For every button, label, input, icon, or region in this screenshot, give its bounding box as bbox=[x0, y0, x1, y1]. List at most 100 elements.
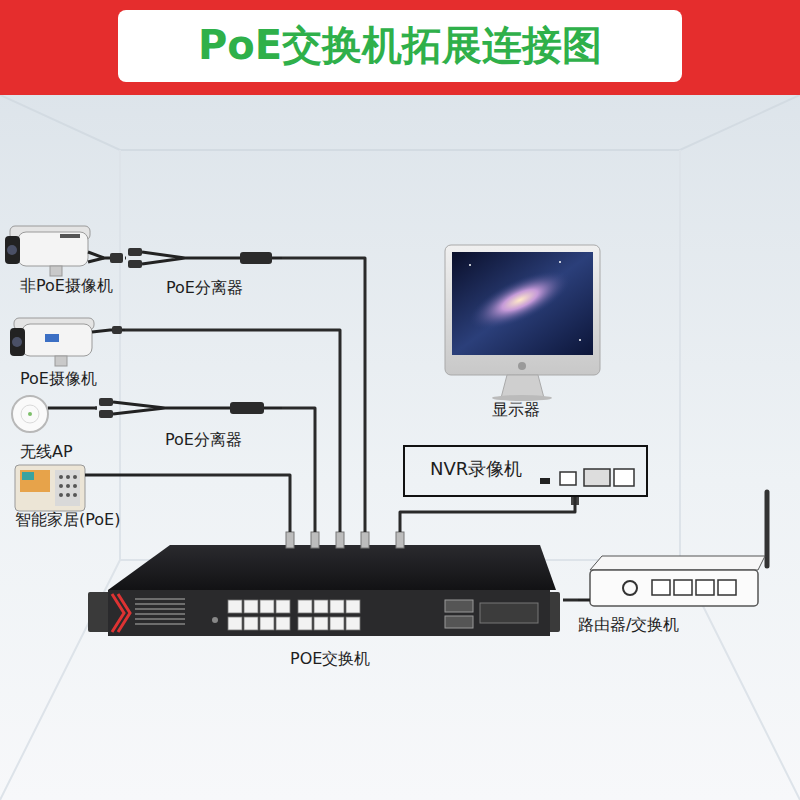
poe-splitter-icon bbox=[128, 260, 142, 268]
poe-switch-icon bbox=[480, 603, 538, 623]
splitter-node: PoE分离器 bbox=[126, 240, 282, 301]
smart-home-node: 智能家居(PoE) bbox=[5, 463, 150, 533]
device-label: 智能家居(PoE) bbox=[15, 511, 120, 529]
smart-home-icon bbox=[59, 484, 63, 488]
poe-splitter-icon bbox=[230, 402, 264, 414]
poe-switch-icon bbox=[135, 618, 185, 620]
wireless-ap-icon bbox=[48, 407, 97, 410]
poe-splitter-icon bbox=[240, 252, 272, 264]
non-poe-camera-icon bbox=[5, 226, 123, 276]
network-cable bbox=[125, 330, 340, 532]
nvr-ports bbox=[571, 497, 579, 505]
poe-switch-icon bbox=[314, 617, 328, 630]
smart-home-icon bbox=[20, 470, 50, 492]
smart-home-icon bbox=[73, 475, 77, 479]
router-icon bbox=[674, 580, 692, 595]
monitor-icon bbox=[501, 375, 544, 398]
background bbox=[0, 560, 800, 800]
nvr-ports bbox=[540, 469, 634, 505]
router-node: 路由器/交换机 bbox=[578, 488, 793, 640]
poe-camera-icon bbox=[10, 328, 25, 356]
background bbox=[120, 150, 680, 560]
poe-switch-icon bbox=[135, 598, 185, 600]
poe-switch-icon bbox=[445, 600, 473, 612]
poe-switch-icon bbox=[228, 600, 360, 630]
poe-switch-icon bbox=[135, 608, 185, 610]
background bbox=[0, 0, 800, 95]
non-poe-camera-icon bbox=[18, 232, 88, 266]
wireless-ap-icon bbox=[12, 396, 48, 432]
device-label: NVR录像机 bbox=[430, 459, 522, 480]
nvr-ports bbox=[584, 469, 610, 486]
poe-switch-icon bbox=[330, 617, 344, 630]
camera-node: PoE摄像机 bbox=[3, 315, 125, 392]
monitor-icon bbox=[579, 339, 581, 341]
smart-home-icon bbox=[22, 472, 34, 480]
poe-switch-icon bbox=[112, 594, 130, 632]
splitter-node: PoE分离器 bbox=[97, 395, 282, 453]
smart-home-icon bbox=[73, 484, 77, 488]
device-label: 非PoE摄像机 bbox=[20, 277, 113, 295]
poe-camera-icon bbox=[112, 326, 122, 334]
poe-switch-icon bbox=[361, 532, 369, 548]
non-poe-camera-icon bbox=[110, 253, 123, 263]
poe-switch-icon bbox=[396, 532, 404, 548]
poe-switch-icon bbox=[346, 617, 360, 630]
poe-switch-icon bbox=[314, 600, 328, 613]
network-cable bbox=[563, 599, 578, 602]
network-cable bbox=[282, 408, 315, 532]
poe-switch-icon bbox=[212, 617, 218, 623]
poe-camera-icon bbox=[45, 334, 59, 342]
smart-home-icon bbox=[66, 475, 70, 479]
poe-switch-icon bbox=[108, 590, 550, 636]
poe-switch-icon bbox=[135, 598, 185, 625]
poe-camera-icon bbox=[10, 318, 125, 366]
nvr-ports bbox=[540, 478, 550, 484]
poe-camera-icon bbox=[22, 324, 92, 356]
network-cable bbox=[400, 497, 575, 532]
network-cable bbox=[125, 257, 126, 260]
non-poe-camera-icon bbox=[50, 266, 62, 276]
smart-home-icon bbox=[15, 465, 150, 511]
smart-home-icon bbox=[59, 493, 63, 497]
device-label: POE交换机 bbox=[290, 650, 370, 668]
router-icon bbox=[652, 580, 736, 595]
smart-home-icon bbox=[59, 475, 63, 479]
monitor-icon bbox=[462, 259, 579, 342]
poe-switch-icon bbox=[336, 532, 344, 548]
smart-home-icon bbox=[66, 493, 70, 497]
poe-switch-icon bbox=[88, 532, 560, 636]
poe-switch-icon bbox=[260, 600, 274, 613]
poe-switch-icon bbox=[276, 600, 290, 613]
background bbox=[0, 95, 800, 150]
router-icon bbox=[765, 492, 770, 566]
network-cable bbox=[282, 258, 365, 532]
poe-splitter-icon bbox=[99, 398, 113, 406]
poe-splitter-icon bbox=[128, 248, 282, 268]
diagram-title: PoE交换机拓展连接图 bbox=[198, 18, 602, 73]
poe-switch-icon bbox=[135, 623, 185, 625]
poe-switch-icon bbox=[311, 532, 319, 548]
poe-switch-icon bbox=[298, 600, 312, 613]
poe-switch-icon bbox=[135, 613, 185, 615]
title-bar: PoE交换机拓展连接图 bbox=[0, 0, 800, 90]
poe-switch-icon bbox=[330, 600, 344, 613]
monitor-icon bbox=[445, 245, 600, 401]
device-label: PoE摄像机 bbox=[20, 370, 97, 388]
monitor-node: 显示器 bbox=[440, 240, 605, 430]
nvr-ports bbox=[614, 469, 634, 486]
monitor-icon bbox=[452, 252, 593, 355]
monitor-icon bbox=[469, 264, 471, 266]
poe-switch-icon bbox=[286, 532, 294, 548]
router-icon bbox=[696, 580, 714, 595]
poe-camera-icon bbox=[12, 337, 22, 347]
smart-home-icon bbox=[73, 493, 77, 497]
poe-splitter-icon bbox=[99, 410, 113, 418]
smart-home-icon bbox=[15, 465, 85, 511]
network-cable bbox=[95, 407, 97, 410]
device-label: PoE分离器 bbox=[166, 279, 243, 297]
poe-splitter-icon bbox=[142, 252, 240, 264]
